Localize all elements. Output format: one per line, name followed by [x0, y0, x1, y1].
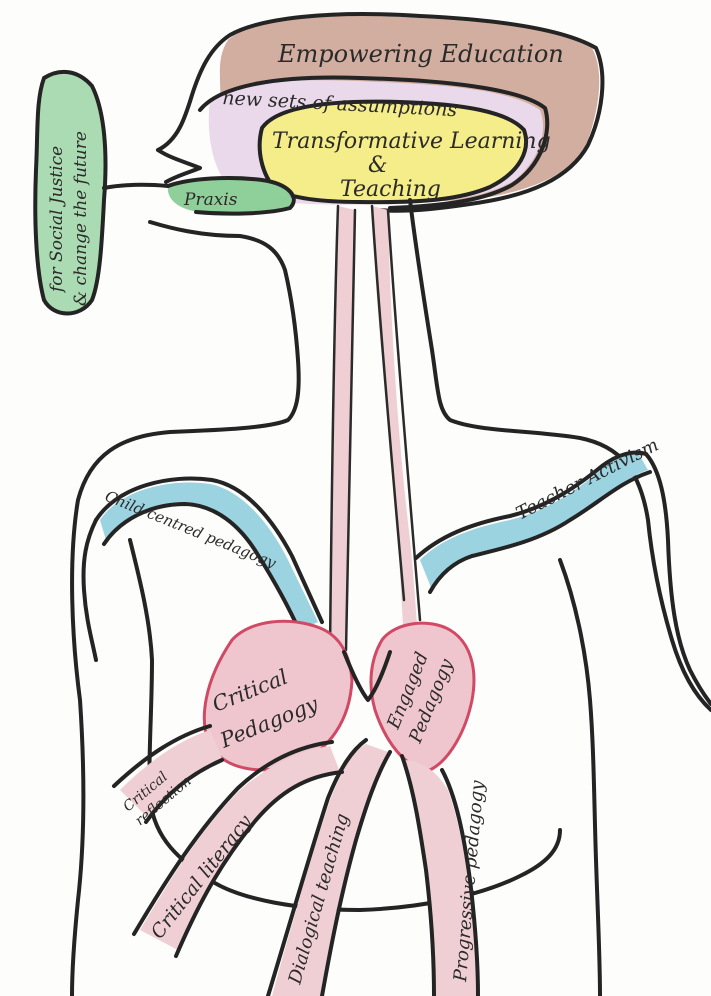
balloon-connector — [104, 185, 168, 188]
empowering-education-label: Empowering Education — [277, 40, 564, 68]
social-justice-label-line2: & change the future — [71, 131, 91, 306]
transformative-label-line2: & — [368, 153, 388, 178]
social-justice-label-line1: for Social Justice — [47, 146, 67, 294]
praxis-label: Praxis — [183, 190, 238, 210]
left-arm-drop — [84, 520, 97, 660]
face-outline — [158, 150, 200, 182]
spine-right — [372, 206, 418, 640]
transformative-label-line1: Transformative Learning — [272, 129, 551, 154]
chin-outline — [150, 222, 298, 360]
transformative-label-line3: Teaching — [340, 177, 441, 202]
body-inner-right — [560, 560, 600, 996]
belly-curve — [210, 830, 560, 910]
